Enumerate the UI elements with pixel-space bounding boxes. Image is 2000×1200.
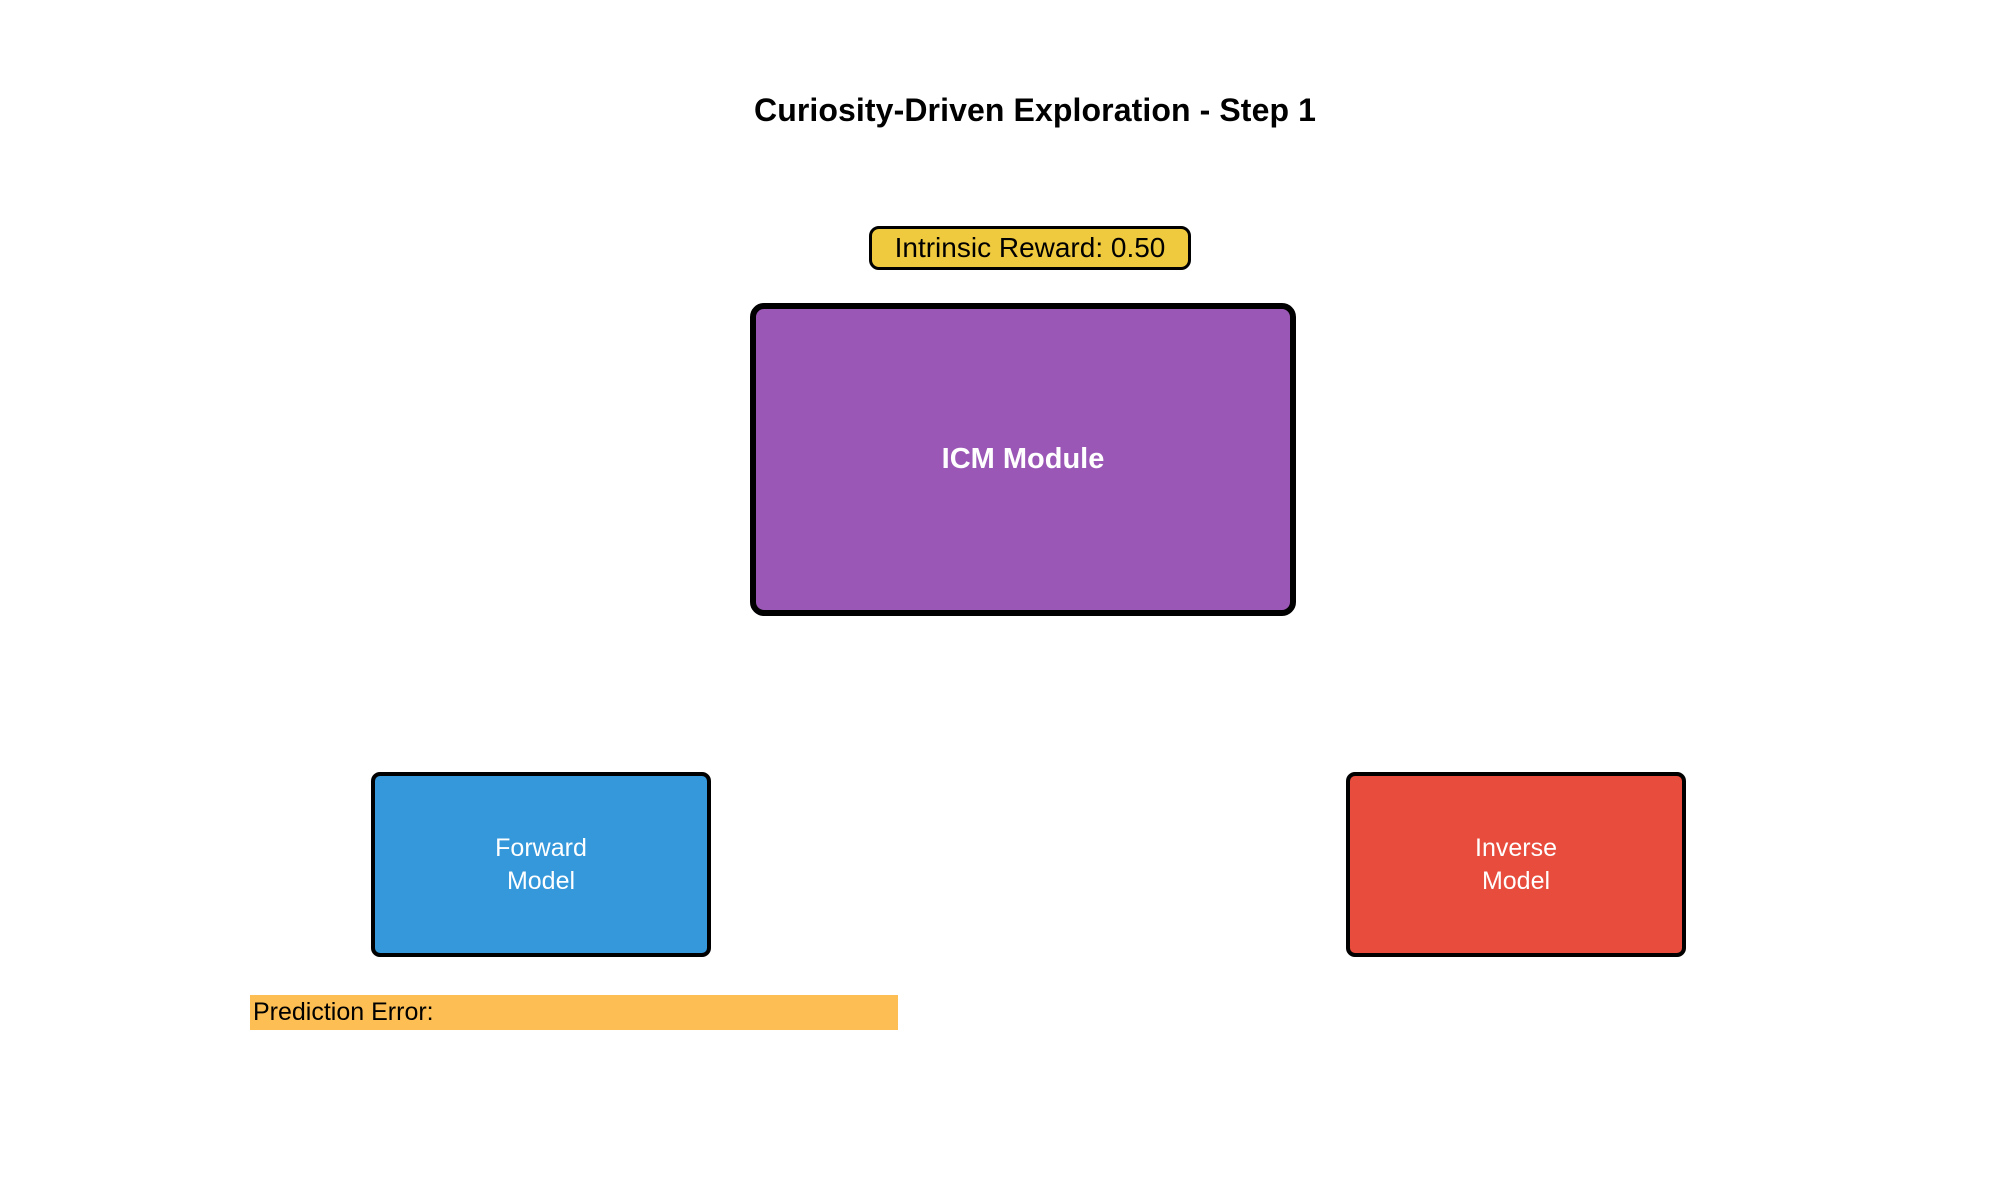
forward-model-label: Forward Model <box>495 833 587 895</box>
forward-model-box: Forward Model <box>371 772 711 957</box>
icm-module-label: ICM Module <box>941 442 1105 475</box>
page-title: Curiosity-Driven Exploration - Step 1 <box>0 92 2000 129</box>
prediction-error-bar: Prediction Error: <box>250 995 898 1030</box>
intrinsic-reward-label: Intrinsic Reward: 0.50 <box>894 232 1166 263</box>
prediction-error-label: Prediction Error: <box>253 998 434 1026</box>
inverse-model-label: Inverse Model <box>1475 833 1557 895</box>
icm-module-box: ICM Module <box>750 303 1296 616</box>
page-title-text: Curiosity-Driven Exploration - Step 1 <box>753 92 1316 128</box>
intrinsic-reward-badge: Intrinsic Reward: 0.50 <box>869 226 1191 270</box>
inverse-model-box: Inverse Model <box>1346 772 1686 957</box>
